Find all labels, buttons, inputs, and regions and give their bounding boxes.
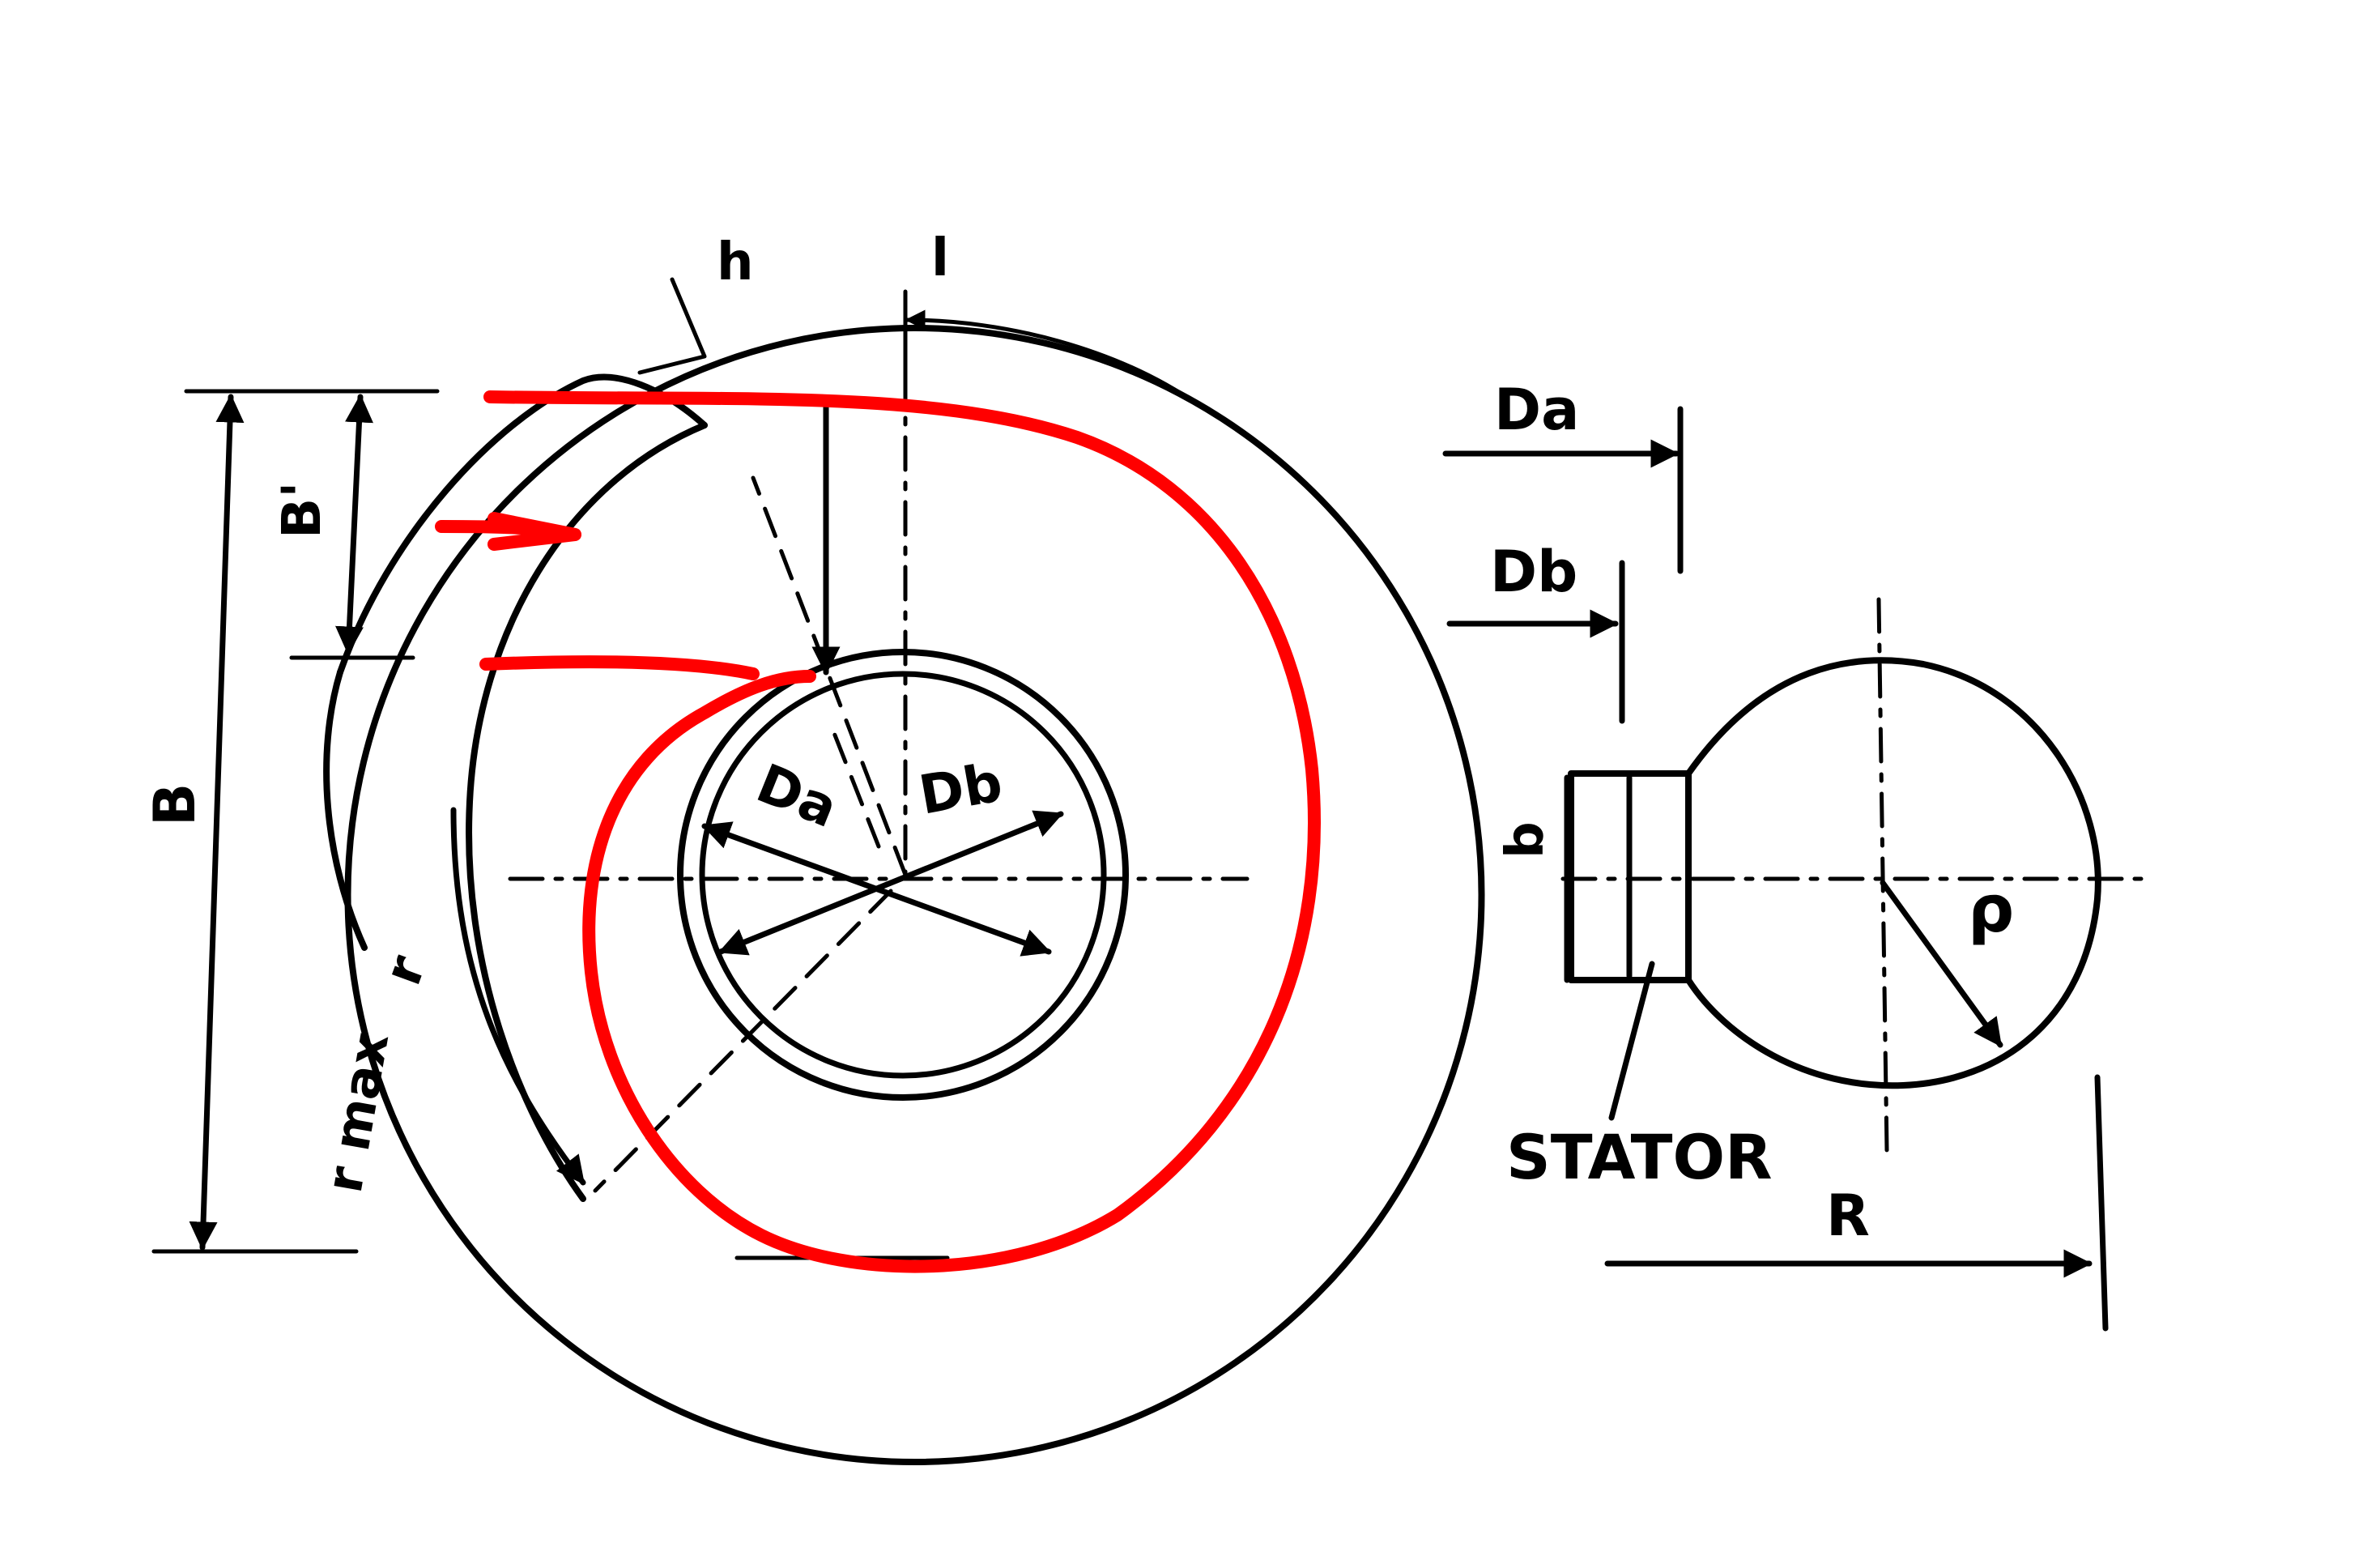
- l-dimension-arc: [905, 309, 1201, 407]
- r-arc: [450, 807, 586, 1186]
- label-b: b: [1496, 821, 1556, 859]
- label-db-inner: Db: [914, 751, 1007, 827]
- rho-radius-line: [1880, 880, 2003, 1048]
- label-r: r: [373, 948, 437, 992]
- r-side-extension: [2094, 1074, 2109, 1332]
- volute-tongue-lower: [323, 669, 368, 951]
- red-annotation-inner-line: [479, 655, 760, 680]
- volute-tongue-outer: [337, 373, 708, 676]
- label-R: R: [1826, 1183, 1870, 1249]
- db-diameter-line-1: [717, 810, 1064, 956]
- radial-dashed-inner: [832, 731, 881, 849]
- side-vertical-center: [1876, 597, 1889, 1153]
- label-da-side: Da: [1494, 377, 1579, 443]
- radial-dashed-to-tongue: [751, 475, 908, 877]
- b-dimension-line: [189, 394, 245, 1251]
- label-l: l: [931, 228, 949, 288]
- red-annotation-spiral: [483, 390, 1321, 1273]
- label-db-side: Db: [1490, 539, 1577, 605]
- impeller-inner-ring: [699, 671, 1107, 1079]
- stator-leader: [1608, 961, 1655, 1121]
- impeller-outer-ring: [677, 649, 1129, 1101]
- red-annotation-arrowhead: [487, 512, 581, 551]
- h-leader: [637, 277, 707, 375]
- label-stator: STATOR: [1506, 1121, 1773, 1193]
- label-r-max: r max: [314, 1028, 400, 1196]
- outer-casing-circle: [344, 325, 1485, 1465]
- b-prime-dimension-line: [335, 394, 373, 655]
- label-rho: ρ: [1968, 872, 2014, 947]
- label-b-prime: B': [270, 481, 333, 539]
- radial-dashed-lower: [593, 889, 893, 1193]
- label-b-height: B: [142, 783, 208, 826]
- label-h: h: [717, 232, 754, 292]
- side-view-circle: [1685, 657, 2101, 1089]
- label-da-inner: Da: [748, 752, 846, 840]
